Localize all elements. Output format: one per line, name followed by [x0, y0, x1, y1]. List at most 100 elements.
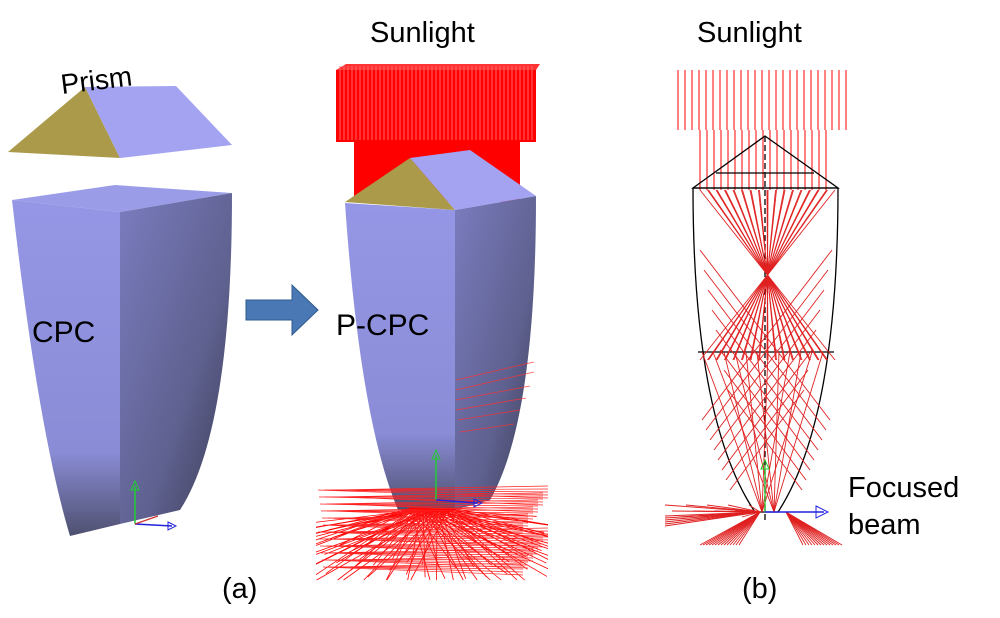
ray-line	[705, 269, 829, 431]
cpc-object	[12, 185, 232, 536]
ray-line	[723, 369, 807, 481]
ray-line	[344, 510, 534, 517]
ray-line	[761, 351, 813, 513]
prism-left-face	[8, 87, 120, 158]
cpc-top-face	[12, 185, 232, 212]
ray-line	[448, 507, 549, 526]
axis-triad-icon	[760, 458, 830, 519]
ray-line	[712, 351, 775, 513]
ray-line	[333, 558, 529, 561]
ray-line	[320, 506, 534, 512]
ray-line	[773, 351, 802, 513]
ray-line	[441, 507, 525, 581]
ray-line	[332, 510, 534, 520]
exit-rays-right	[664, 504, 843, 546]
ray-line	[707, 289, 823, 441]
ray-line	[322, 524, 524, 534]
ray-line	[711, 309, 819, 451]
ray-line	[785, 511, 804, 546]
ray-line	[340, 520, 524, 526]
ray-line	[761, 351, 791, 513]
ray-line	[333, 516, 529, 519]
ray-line	[346, 524, 524, 528]
axis-triad-icon	[130, 479, 178, 531]
ray-line	[756, 351, 775, 513]
ray-line	[327, 517, 529, 527]
internal-rays-right	[699, 189, 836, 513]
ray-line	[707, 189, 828, 361]
ray-line	[315, 507, 441, 553]
ray-line	[328, 523, 524, 526]
ray-line	[320, 548, 534, 554]
panel-a-label: (a)	[222, 573, 257, 605]
ray-line	[331, 545, 539, 549]
ray-line	[325, 541, 539, 547]
ray-line	[709, 289, 825, 441]
ray-line	[336, 496, 544, 500]
panel-b-label: (b)	[742, 573, 777, 605]
cpc-side-face	[120, 193, 232, 524]
focused-beam-label-line2: beam	[848, 509, 921, 541]
ray-line	[773, 351, 824, 513]
ray-line	[719, 349, 811, 471]
prism-top-face	[85, 86, 232, 158]
ray-line	[321, 517, 529, 521]
ray-line	[329, 531, 549, 538]
axis-triad-icon	[431, 448, 484, 508]
ray-line	[345, 513, 529, 519]
ray-line	[701, 351, 763, 513]
pcpc-label: P-CPC	[336, 309, 429, 342]
ray-line	[325, 499, 539, 505]
ray-line	[406, 507, 449, 563]
ray-line	[344, 552, 534, 559]
inside-rays-left	[455, 361, 535, 433]
ray-line	[715, 329, 815, 461]
pcpc-prism-top-face	[410, 150, 536, 210]
ray-line	[664, 511, 761, 527]
incoming-rays-right	[677, 70, 847, 190]
pcpc-prism-left-face	[345, 158, 455, 210]
ray-line	[773, 351, 780, 513]
ray-line	[340, 562, 524, 568]
pcpc-object	[345, 150, 536, 510]
ray-line	[706, 504, 761, 513]
ray-line	[748, 504, 761, 513]
ray-line	[699, 249, 831, 421]
ray-line	[335, 485, 549, 491]
sunlight-label-right: Sunlight	[697, 17, 802, 49]
ray-line	[727, 504, 761, 513]
ray-line	[342, 538, 544, 548]
ray-line	[337, 503, 539, 513]
ray-line	[317, 489, 549, 499]
ray-line	[738, 511, 761, 546]
ray-line	[334, 566, 524, 573]
ray-line	[341, 489, 549, 493]
prism-object	[8, 86, 232, 158]
ray-line	[330, 534, 544, 540]
ray-line	[345, 555, 529, 561]
ray-line	[729, 389, 805, 491]
ray-line	[701, 249, 833, 421]
right-arrow-icon	[245, 283, 319, 337]
ray-line	[331, 503, 539, 507]
ray-line	[322, 566, 524, 576]
ray-line	[341, 531, 549, 535]
ray-line	[318, 537, 544, 540]
ray-line	[723, 351, 763, 513]
pcpc-front-face	[345, 203, 455, 510]
ray-line	[339, 517, 529, 524]
ray-line	[336, 538, 544, 542]
ray-line	[440, 507, 518, 581]
ray-line	[727, 389, 803, 491]
scattered-rays-left	[315, 485, 549, 581]
ray-line	[367, 507, 447, 578]
cpc-front-face	[12, 200, 120, 536]
focused-beam-label-line1: Focused	[848, 472, 959, 504]
ray-line	[703, 269, 827, 431]
ray-line	[717, 329, 817, 461]
ray-line	[346, 566, 524, 570]
ray-line	[327, 559, 529, 569]
ray-line	[725, 369, 809, 481]
ray-line	[685, 504, 761, 513]
